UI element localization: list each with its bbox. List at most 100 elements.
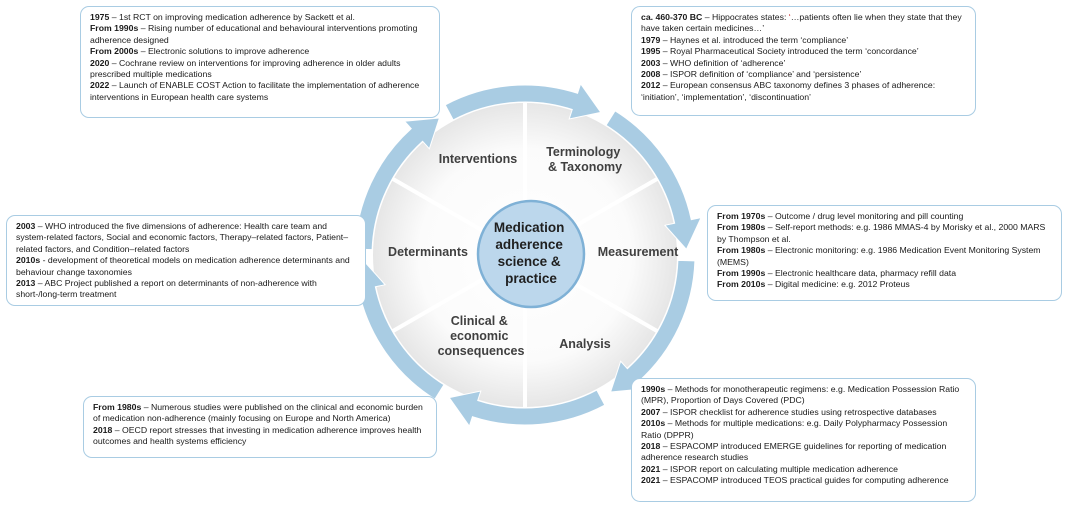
timeline-entry: 2012 – European consensus ABC taxonomy d… xyxy=(641,80,968,103)
timeline-entry: From 1980s – Numerous studies were publi… xyxy=(93,402,429,425)
arrow-determinants xyxy=(354,117,441,251)
timeline-year: From 2010s xyxy=(717,279,766,290)
analysis-timeline-box: 1990s – Methods for monotherapeutic regi… xyxy=(631,378,976,502)
timeline-text: – ESPACOMP introduced TEOS practical gui… xyxy=(660,475,949,486)
segment-label-terminology: Terminology & Taxonomy xyxy=(546,145,624,174)
quote-start: ‘ xyxy=(788,12,791,22)
timeline-entry: 2008 – ISPOR definition of ‘compliance’ … xyxy=(641,69,968,80)
segment-label-interventions: Interventions xyxy=(439,152,518,166)
interventions-timeline-box: 1975 – 1st RCT on improving medication a… xyxy=(80,6,440,118)
timeline-text: - development of theoretical models on m… xyxy=(16,255,350,277)
segment-label-analysis: Analysis xyxy=(559,337,610,351)
timeline-text: – Methods for monotherapeutic regimens: … xyxy=(641,384,960,406)
timeline-text: – Numerous studies were published on the… xyxy=(93,402,423,424)
timeline-year: 2021 xyxy=(641,475,661,486)
timeline-text: – ABC Project published a report on dete… xyxy=(16,278,317,300)
timeline-year: 2003 xyxy=(16,221,36,231)
center-title: Medication adherence science & practice xyxy=(494,220,568,286)
segment-label-determinants: Determinants xyxy=(388,245,468,259)
timeline-year: 1990s xyxy=(641,384,666,394)
timeline-year: 1975 xyxy=(90,12,110,22)
segment-label-clinical: Clinical & economic consequences xyxy=(438,314,525,358)
timeline-text: – Royal Pharmaceutical Society introduce… xyxy=(660,46,919,57)
timeline-year: 1979 xyxy=(641,34,661,45)
timeline-entry: 2020 – Cochrane review on interventions … xyxy=(90,58,432,81)
terminology-timeline-box: ca. 460-370 BC – Hippocrates states: ‘…p… xyxy=(631,6,976,116)
determinants-timeline-box: 2003 – WHO introduced the five dimension… xyxy=(6,215,366,306)
timeline-text: – WHO introduced the five dimensions of … xyxy=(16,221,349,254)
timeline-year: 2021 xyxy=(641,463,661,474)
center-circle xyxy=(476,199,586,309)
arrow-interventions xyxy=(444,82,602,121)
center-line: practice xyxy=(505,271,557,286)
timeline-text: – ISPOR checklist for adherence studies … xyxy=(660,406,937,417)
timeline-year: 2022 xyxy=(90,80,110,91)
timeline-year: 2018 xyxy=(93,424,113,435)
arrow-measurement xyxy=(609,259,696,393)
timeline-year: 2013 xyxy=(16,278,36,289)
timeline-entry: 1995 – Royal Pharmaceutical Society intr… xyxy=(641,46,968,57)
timeline-text: – WHO definition of ‘adherence’ xyxy=(660,57,786,68)
center-line: adherence xyxy=(495,237,563,252)
timeline-entry: From 1990s – Electronic healthcare data,… xyxy=(717,268,1054,279)
timeline-year: 2003 xyxy=(641,57,661,68)
timeline-year: 1995 xyxy=(641,46,661,57)
timeline-entry: 2022 – Launch of ENABLE COST Action to f… xyxy=(90,80,432,103)
timeline-year: From 1990s xyxy=(717,268,766,279)
timeline-entry: 2018 – OECD report stresses that investi… xyxy=(93,425,429,448)
timeline-year: 2008 xyxy=(641,69,661,80)
timeline-text: – Methods for multiple medications: e.g.… xyxy=(641,418,948,440)
timeline-text: – Rising number of educational and behav… xyxy=(90,23,418,45)
timeline-entry: 2018 – ESPACOMP introduced EMERGE guidel… xyxy=(641,441,968,464)
timeline-year: 2020 xyxy=(90,57,110,68)
timeline-text: – Electronic solutions to improve adhere… xyxy=(138,46,310,57)
timeline-entry: 2021 – ISPOR report on calculating multi… xyxy=(641,464,968,475)
timeline-entry: 1975 – 1st RCT on improving medication a… xyxy=(90,12,432,23)
timeline-text: – Electronic monitoring: e.g. 1986 Medic… xyxy=(717,245,1041,267)
timeline-year: 2010s xyxy=(641,418,666,429)
timeline-entry: From 2000s – Electronic solutions to imp… xyxy=(90,46,432,57)
timeline-text: – ESPACOMP introduced EMERGE guidelines … xyxy=(641,441,947,463)
clinical-consequences-timeline-box: From 1980s – Numerous studies were publi… xyxy=(83,396,437,458)
timeline-entry: 2003 – WHO introduced the five dimension… xyxy=(16,221,358,255)
timeline-year: 2010s xyxy=(16,255,41,266)
segment-label-measurement: Measurement xyxy=(598,245,679,259)
timeline-text: – OECD report stresses that investing in… xyxy=(93,424,422,447)
center-line: Medication xyxy=(494,220,565,235)
timeline-entry: ca. 460-370 BC – Hippocrates states: ‘…p… xyxy=(641,12,968,35)
arrow-terminology xyxy=(605,110,702,251)
timeline-entry: 1979 – Haynes et al. introduced the term… xyxy=(641,35,968,46)
timeline-year: ca. 460-370 BC xyxy=(641,12,703,22)
center-line: science & xyxy=(498,254,561,269)
timeline-entry: 1990s – Methods for monotherapeutic regi… xyxy=(641,384,968,407)
timeline-text: – Launch of ENABLE COST Action to facili… xyxy=(90,80,420,102)
timeline-text: – Hippocrates states: ‘…patients often l… xyxy=(641,12,962,34)
timeline-entry: From 1980s – Self-report methods: e.g. 1… xyxy=(717,222,1054,245)
wheel-dividers xyxy=(392,103,658,407)
timeline-year: From 1970s xyxy=(717,211,766,221)
timeline-year: From 2000s xyxy=(90,46,139,57)
timeline-entry: 2007 – ISPOR checklist for adherence stu… xyxy=(641,407,968,418)
timeline-year: From 1980s xyxy=(717,245,766,256)
measurement-timeline-box: From 1970s – Outcome / drug level monito… xyxy=(707,205,1062,301)
timeline-text: – Digital medicine: e.g. 2012 Proteus xyxy=(765,279,910,290)
timeline-entry: From 2010s – Digital medicine: e.g. 2012… xyxy=(717,279,1054,290)
timeline-text: – Electronic healthcare data, pharmacy r… xyxy=(765,268,957,279)
timeline-entry: From 1970s – Outcome / drug level monito… xyxy=(717,211,1054,222)
timeline-year: From 1980s xyxy=(93,402,142,412)
timeline-text: – European consensus ABC taxonomy define… xyxy=(641,80,936,102)
timeline-year: 2007 xyxy=(641,406,661,417)
cycle-arrows xyxy=(348,82,702,428)
timeline-year: 2012 xyxy=(641,80,661,91)
timeline-year: From 1990s xyxy=(90,23,139,34)
timeline-text: – Cochrane review on interventions for i… xyxy=(90,57,401,80)
timeline-entry: 2010s - development of theoretical model… xyxy=(16,255,358,278)
timeline-text: – ISPOR report on calculating multiple m… xyxy=(660,463,898,474)
timeline-text: – Self-report methods: e.g. 1986 MMAS-4 … xyxy=(717,222,1046,244)
timeline-entry: 2010s – Methods for multiple medications… xyxy=(641,418,968,441)
timeline-year: 2018 xyxy=(641,441,661,452)
timeline-entry: From 1980s – Electronic monitoring: e.g.… xyxy=(717,245,1054,268)
timeline-text: – Outcome / drug level monitoring and pi… xyxy=(765,211,964,221)
timeline-text: – 1st RCT on improving medication adhere… xyxy=(109,12,355,22)
timeline-entry: 2021 – ESPACOMP introduced TEOS practica… xyxy=(641,475,968,486)
